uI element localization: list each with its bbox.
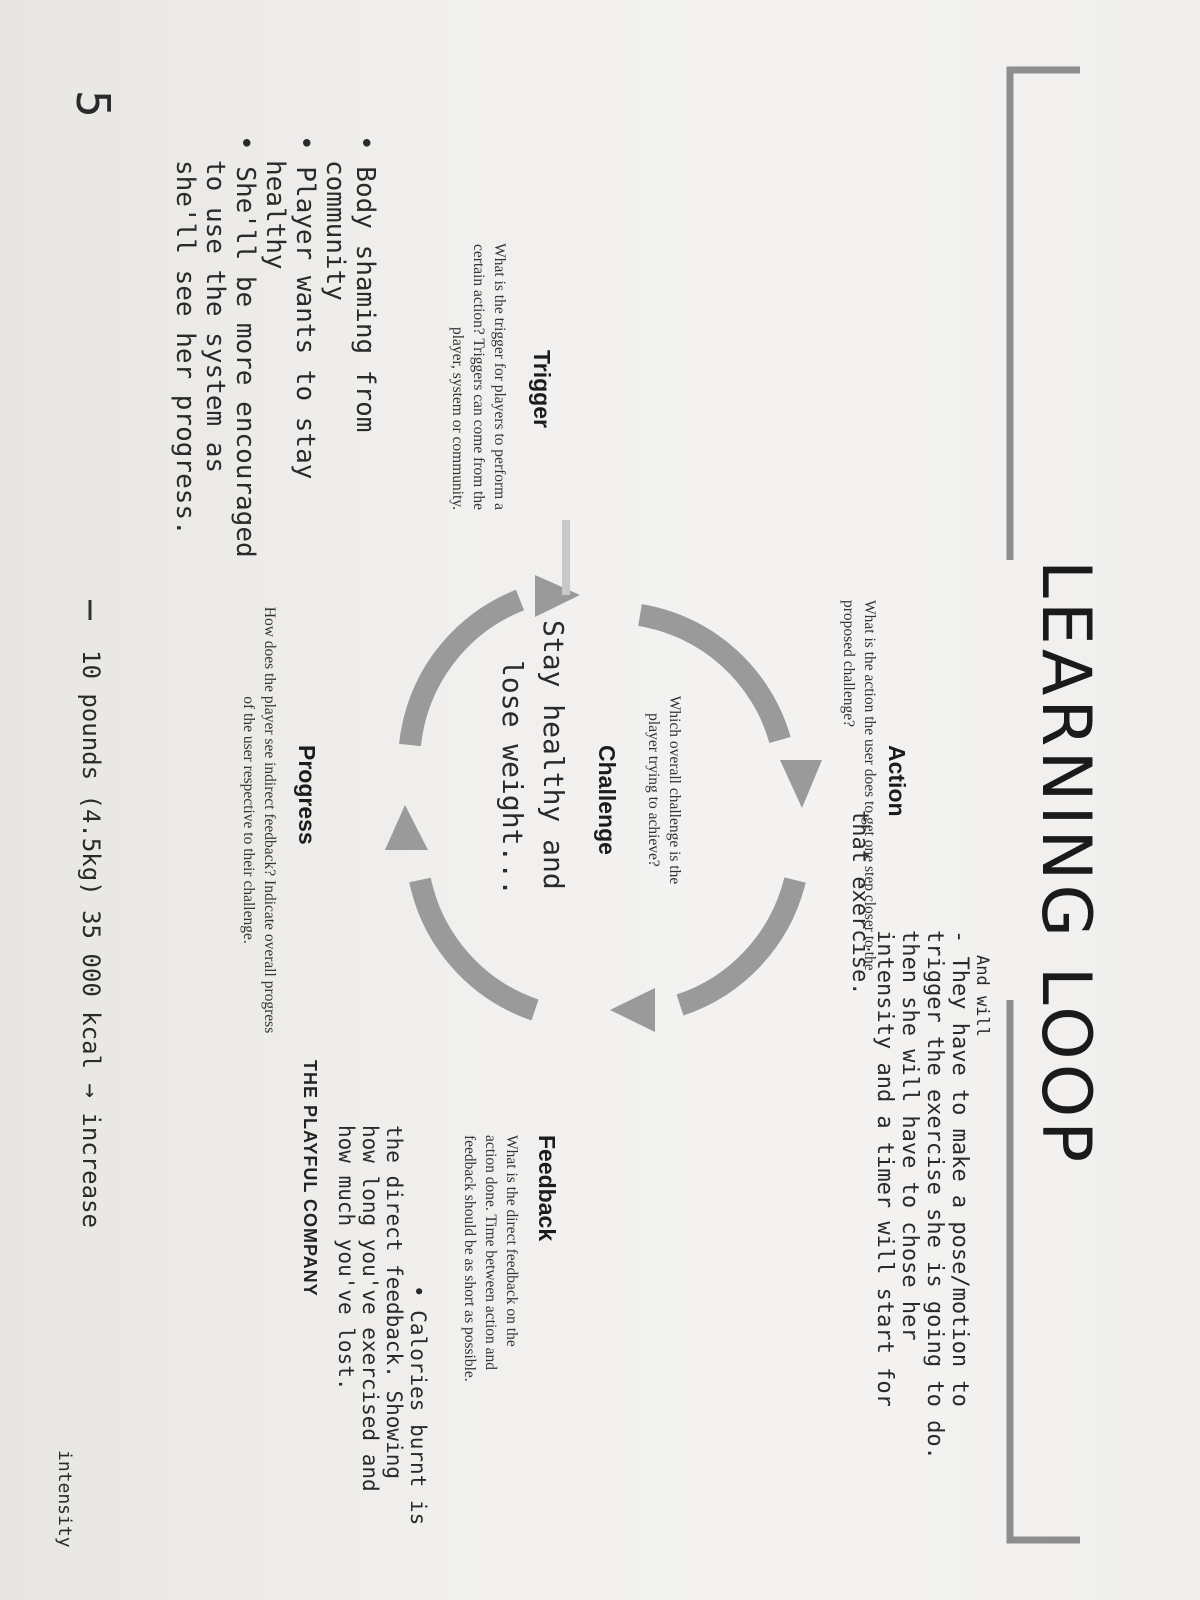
handwritten-line: • Calories burnt is bbox=[406, 1285, 430, 1526]
cycle-arrowhead-top bbox=[780, 760, 822, 808]
challenge-description: Which overall challenge is the player tr… bbox=[645, 695, 683, 885]
handwritten-line: lose weight... bbox=[496, 660, 529, 897]
handwritten-action-notes: And will - They have to make a pose/moti… bbox=[847, 810, 992, 1460]
handwritten-line: then she will have to chose her bbox=[897, 930, 922, 1341]
feedback-heading: Feedback bbox=[534, 1135, 560, 1242]
handwritten-line: how much you've lost. bbox=[334, 1125, 358, 1391]
cycle-ring bbox=[399, 589, 806, 1021]
handwritten-line: how long you've exercised and bbox=[358, 1125, 382, 1492]
handwritten-line: Stay healthy and bbox=[537, 620, 570, 890]
cycle-arrowhead-right bbox=[610, 988, 655, 1032]
cycle-arrowhead-left bbox=[535, 575, 580, 617]
cycle-arc-bottom-right bbox=[409, 877, 539, 1021]
progress-heading: Progress bbox=[294, 745, 320, 845]
handwritten-line: • Body shaming from bbox=[350, 135, 380, 433]
handwritten-line: And will bbox=[972, 955, 992, 1037]
trigger-heading: Trigger bbox=[529, 350, 555, 428]
frame-bracket-top-right bbox=[1006, 1000, 1080, 1544]
handwritten-line: the direct feedback. Showing bbox=[382, 1125, 406, 1480]
action-heading: Action bbox=[884, 745, 910, 817]
handwritten-margin-number: 5 bbox=[66, 90, 120, 118]
handwritten-line: trigger the exercise she is going to do. bbox=[922, 930, 947, 1460]
handwritten-line: intensity and a timer will start for bbox=[872, 930, 897, 1407]
cycle-arc-top-left bbox=[638, 604, 791, 744]
handwritten-challenge-notes: Stay healthy and lose weight... bbox=[496, 620, 570, 896]
handwritten-feedback-notes: • Calories burnt is the direct feedback.… bbox=[334, 1125, 430, 1526]
cycle-arc-top-right bbox=[676, 877, 806, 1016]
handwritten-trigger-notes: • Body shaming from community • Player w… bbox=[170, 135, 380, 558]
page-title: LEARNING LOOP bbox=[1026, 560, 1105, 1167]
cycle-arc-bottom-left bbox=[399, 589, 525, 747]
feedback-description: What is the direct feedback on the actio… bbox=[461, 1135, 520, 1382]
handwritten-progress-note: 10 pounds (4.5kg) 35 000 kcal → increase bbox=[77, 650, 105, 1228]
trigger-description: What is the trigger for players to perfo… bbox=[449, 243, 508, 510]
cycle-arrowhead-bottom bbox=[385, 805, 428, 850]
handwritten-progress-note-continuation: intensity bbox=[54, 1450, 75, 1548]
handwritten-line: community bbox=[320, 160, 350, 301]
frame-bracket-top-left bbox=[1006, 66, 1080, 560]
brand-logo: THE PLAYFUL COMPANY bbox=[300, 1060, 320, 1297]
handwritten-line: healthy bbox=[260, 160, 290, 270]
handwritten-line: she'll see her progress. bbox=[170, 160, 200, 536]
trigger-marker-bar bbox=[562, 520, 570, 595]
handwritten-line: - They have to make a pose/motion to bbox=[947, 930, 972, 1407]
handwritten-line: • Player wants to stay bbox=[290, 135, 320, 480]
progress-description: How does the player see indirect feedbac… bbox=[240, 606, 278, 1034]
handwritten-line: to use the system as bbox=[200, 160, 230, 474]
challenge-heading: Challenge bbox=[594, 745, 620, 855]
handwritten-line: • She'll be more encouraged bbox=[230, 135, 260, 558]
handwritten-line: that exercise. bbox=[847, 810, 872, 996]
